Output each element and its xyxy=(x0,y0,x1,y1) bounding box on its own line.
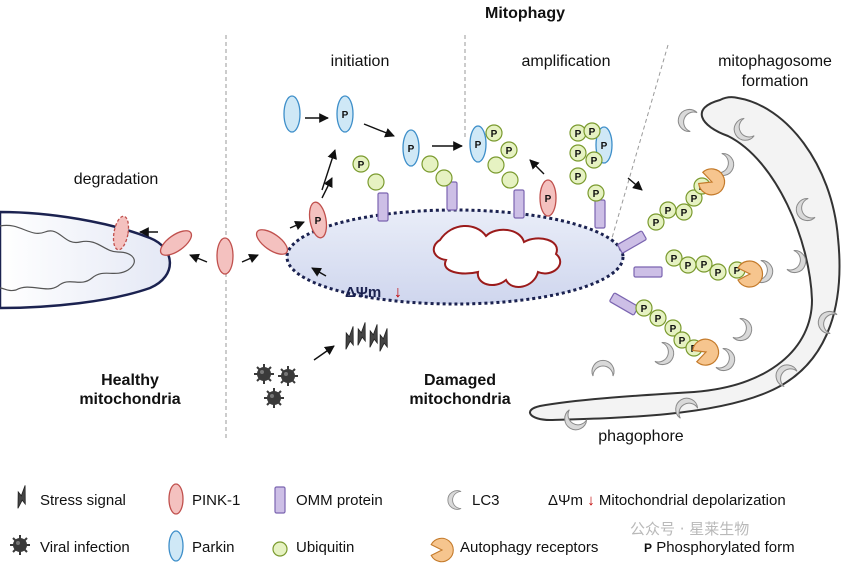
svg-text:P: P xyxy=(408,144,415,155)
stage-amplification-label: amplification xyxy=(521,53,611,70)
watermark: 公众号 · 星莱生物 xyxy=(630,520,750,538)
pathway-arrows xyxy=(139,113,643,361)
crista-blob xyxy=(432,225,562,288)
degradation-label: degradation xyxy=(73,171,159,188)
legend-ubiquitin-icon xyxy=(272,541,288,557)
viral-particles xyxy=(253,363,299,409)
legend-phosphorylated: P Phosphorylated form xyxy=(644,539,795,556)
legend-autophagy-receptors: Autophagy receptors xyxy=(460,539,599,556)
legend-receptor-icon xyxy=(430,537,454,563)
stage-initiation-label: initiation xyxy=(330,53,390,70)
pink1-phospho-marks: P P xyxy=(315,194,552,227)
svg-text:P: P xyxy=(315,216,322,227)
legend-omm-icon xyxy=(274,486,286,514)
stage-mitophagosome-label-line2: formation xyxy=(741,73,809,90)
legend-delta-psi: ΔΨm ↓ Mitochondrial depolarization xyxy=(548,492,786,509)
legend-delta-psi-symbol: ΔΨm xyxy=(548,492,584,509)
stage-mitophagosome-label-line1: mitophagosome xyxy=(718,53,832,70)
svg-text:ΔΨm: ΔΨm xyxy=(345,284,381,301)
svg-text:P: P xyxy=(342,110,349,121)
damaged-mitochondria-label-line2: mitochondria xyxy=(409,391,511,408)
damaged-mitochondrion: ΔΨm ↓ xyxy=(285,208,625,306)
stress-signals xyxy=(341,320,393,354)
legend-ubiquitin: Ubiquitin xyxy=(296,539,355,556)
legend-parkin: Parkin xyxy=(192,539,235,556)
legend-phosphorylated-text: Phosphorylated form xyxy=(656,539,795,556)
legend-icons xyxy=(9,483,462,563)
svg-text:P: P xyxy=(601,141,608,152)
healthy-mitochondria-label-line2: mitochondria xyxy=(79,391,181,408)
healthy-mitochondrion xyxy=(0,210,172,310)
legend-lc3-icon xyxy=(447,490,462,510)
divider-amplification-formation xyxy=(611,44,669,239)
legend-stress-icon xyxy=(13,483,31,511)
phagophore-membrane xyxy=(528,96,841,422)
pink1-degrading xyxy=(112,215,130,251)
legend-depolarization: Mitochondrial depolarization xyxy=(598,492,786,509)
diagram-title: Mitophagy xyxy=(485,5,565,22)
legend-pink1: PINK-1 xyxy=(192,492,241,509)
depolarization-arrow: ↓ xyxy=(394,284,402,301)
legend-parkin-icon xyxy=(168,530,184,562)
legend-viral-infection: Viral infection xyxy=(40,539,130,556)
svg-text:↓: ↓ xyxy=(394,284,402,301)
legend-lc3: LC3 xyxy=(472,492,500,509)
svg-text:P: P xyxy=(545,194,552,205)
parkin-phospho-marks: P P P P xyxy=(342,110,608,155)
legend-delta-psi-arrow: ↓ xyxy=(587,492,595,509)
legend-p-mark: P xyxy=(644,541,653,555)
phagophore-label: phagophore xyxy=(598,428,684,445)
delta-psi-label: ΔΨm xyxy=(345,284,381,301)
healthy-mitochondria-label-line1: Healthy xyxy=(101,372,159,389)
svg-text:P: P xyxy=(475,140,482,151)
legend-omm-protein: OMM protein xyxy=(296,492,383,509)
stage-dividers xyxy=(225,35,669,440)
legend-virus-icon xyxy=(9,534,31,556)
legend-stress-signal: Stress signal xyxy=(40,492,126,509)
legend-pink1-icon xyxy=(168,483,184,515)
damaged-mitochondria-label-line1: Damaged xyxy=(423,372,497,389)
